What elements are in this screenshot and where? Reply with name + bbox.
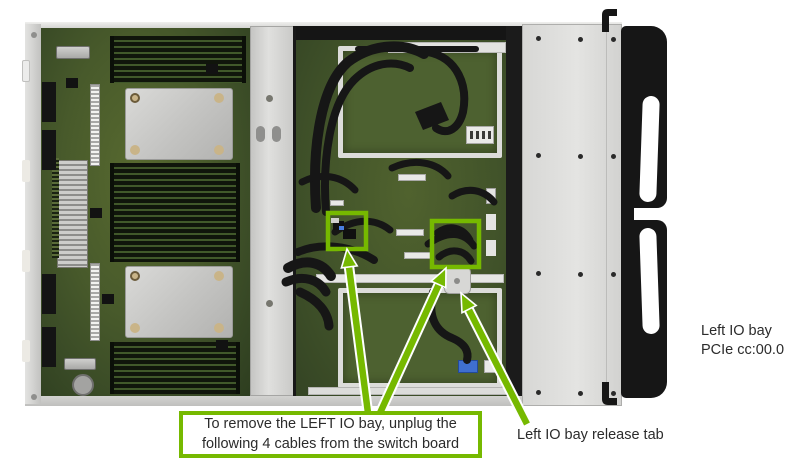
io-bay-bottom-tray (338, 288, 502, 388)
right-edge-connectors (486, 188, 496, 204)
callout-line-1: To remove the LEFT IO bay, unplug the (204, 416, 457, 432)
chassis-wall-tabs (22, 60, 30, 82)
release-tab-pin (454, 278, 460, 284)
cpu-heatsink-2-screws (130, 271, 140, 281)
callout-box-remove-instructions: To remove the LEFT IO bay, unplug the fo… (179, 411, 482, 458)
finned-heatsink (57, 160, 88, 268)
switch-board-slot-2 (396, 229, 424, 236)
blue-connector (458, 360, 478, 373)
cpu-heatsink-2 (125, 266, 233, 338)
io-bay-top-band (296, 26, 520, 40)
panel-screws (536, 36, 541, 41)
center-support-bracket (250, 26, 296, 396)
board-connector-bottom (64, 358, 96, 370)
io-bay-cover-panel (522, 24, 622, 406)
panel-seam (606, 28, 607, 402)
white-connector-bottom (484, 360, 499, 373)
chassis-wall-screws (31, 32, 37, 38)
board-connector-strip-1 (90, 84, 100, 166)
switch-board-slot-4 (330, 200, 344, 206)
bracket-screws (266, 95, 273, 102)
dimm-bank-top (110, 36, 246, 83)
edge-connector-blocks (42, 82, 56, 122)
board-connector-strip-2 (90, 263, 100, 341)
pin-header-strip (52, 158, 59, 258)
small-ic-chips (66, 78, 78, 88)
io-bay-bottom-bracket (308, 387, 520, 395)
chassis-left-wall (25, 24, 41, 404)
dimm-bank-bottom (110, 342, 240, 394)
cpu-heatsink-1-screws (130, 93, 140, 103)
side-label-line-1: Left IO bay (701, 323, 772, 339)
board-connector-top (56, 46, 90, 59)
switch-board-slot-1 (398, 174, 426, 181)
bracket-slots (256, 126, 265, 142)
handle-grip-cutout-bottom (639, 227, 660, 335)
bay-gap-strip (506, 26, 522, 396)
callout-line-2: following 4 cables from the switch board (201, 435, 460, 452)
cpu-heatsink-1 (125, 88, 233, 160)
release-tab-label: Left IO bay release tab (517, 427, 664, 443)
dimm-bank-middle (110, 163, 240, 262)
board-standoff (72, 374, 94, 396)
white-connector-pins (470, 131, 473, 139)
io-bay-mid-bracket (316, 274, 504, 283)
left-io-bay-side-label: Left IO bay PCIe cc:00.0 (701, 322, 784, 360)
switch-board-slot-3 (404, 252, 432, 259)
side-label-line-2: PCIe cc:00.0 (701, 342, 785, 358)
io-bay-top-bracket (388, 42, 506, 53)
